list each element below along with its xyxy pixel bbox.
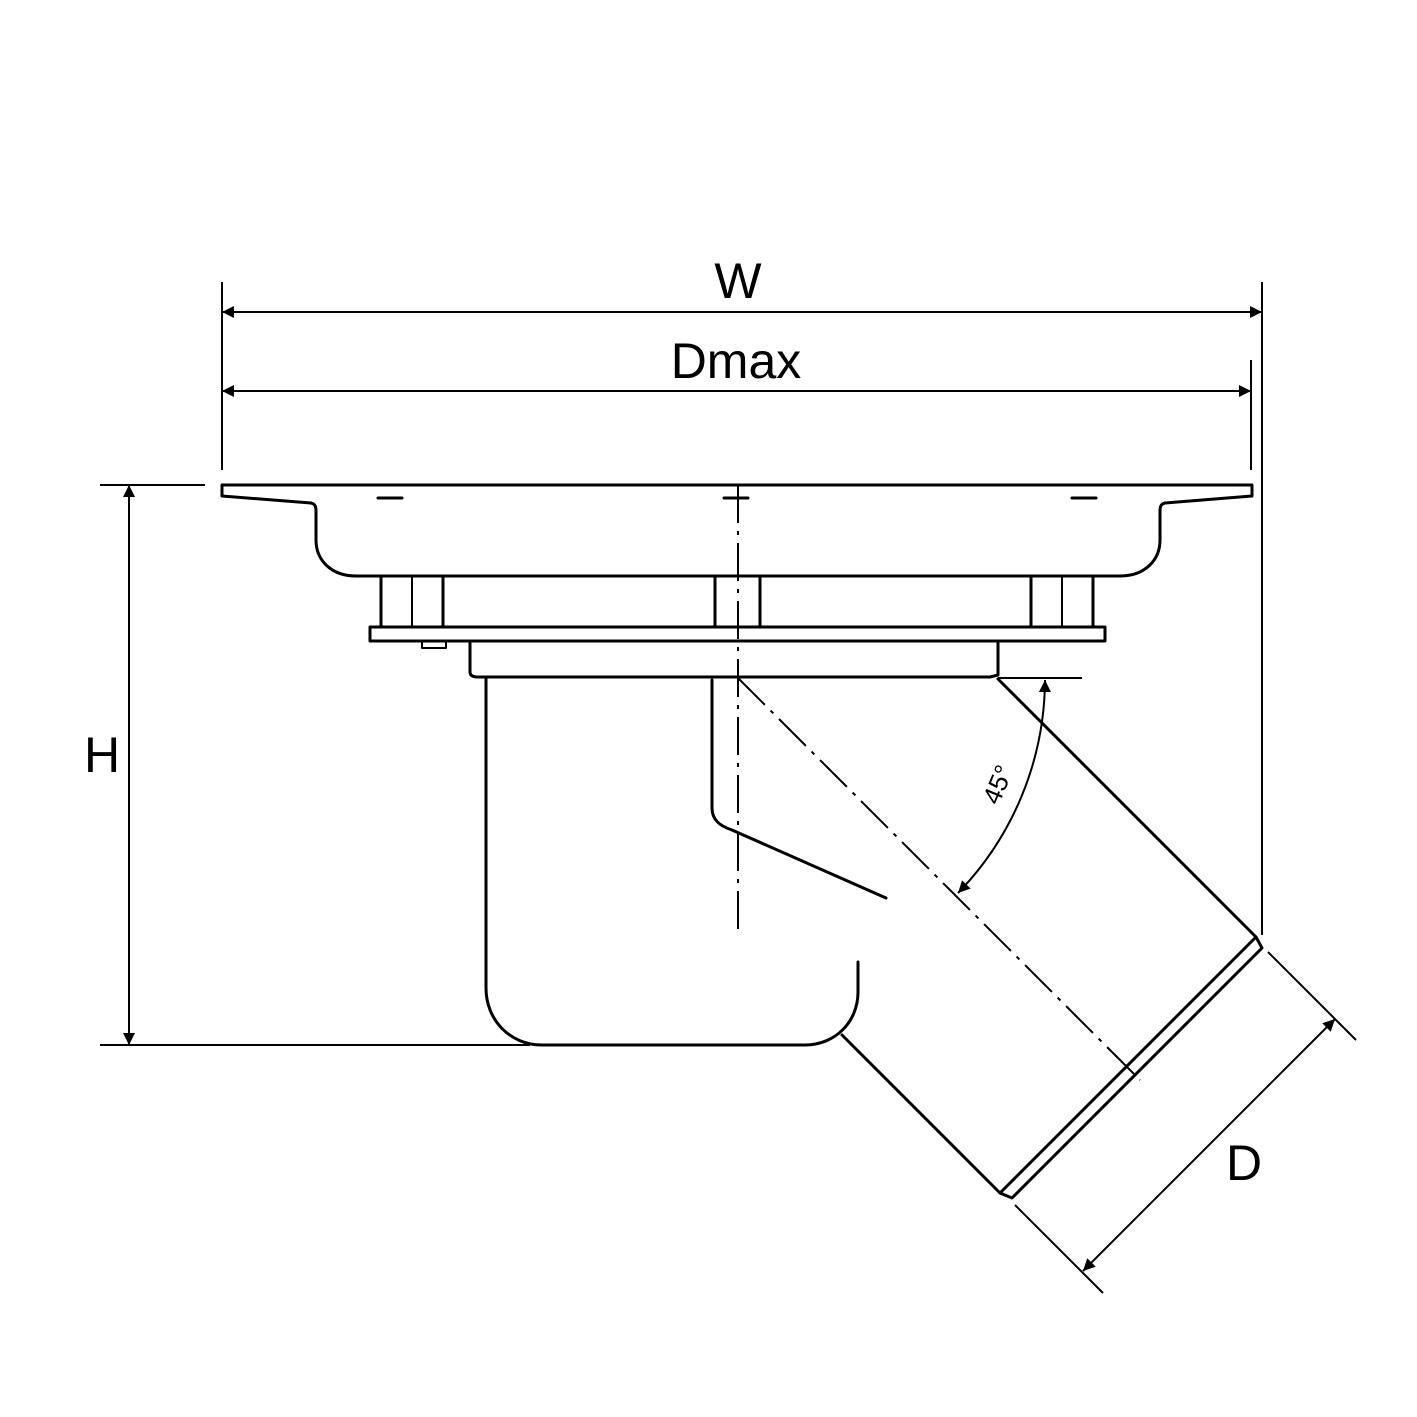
width-label: W xyxy=(714,253,762,309)
body-collar xyxy=(468,639,1000,679)
angle-label: 45° xyxy=(976,761,1019,809)
angle-indicator xyxy=(957,677,1082,894)
dmax-label: Dmax xyxy=(671,333,802,389)
drain-body xyxy=(220,483,1264,1200)
outlet-pipe-upper-edge xyxy=(996,677,1258,939)
outlet-diameter-dimension xyxy=(1014,951,1357,1294)
d-extension-bottom xyxy=(1014,1204,1104,1294)
height-dimension xyxy=(100,484,530,1046)
angle-arc xyxy=(957,679,1051,894)
d-dimension-line xyxy=(1082,1018,1336,1272)
width-dimension xyxy=(221,282,1263,935)
center-lines xyxy=(737,485,1141,1081)
drain-flange-and-bowl xyxy=(220,483,1254,578)
plate-tab xyxy=(421,640,447,649)
outlet-spigot-end xyxy=(998,935,1264,1200)
dmax-dimension xyxy=(222,360,1252,470)
body-cylinder xyxy=(484,675,860,1047)
outlet-diameter-label: D xyxy=(1226,1135,1262,1191)
d-extension-top xyxy=(1267,951,1357,1041)
inner-baffle xyxy=(710,678,888,900)
height-label: H xyxy=(84,727,120,783)
outlet-axis-line xyxy=(737,677,1141,1081)
outlet-pipe-lower-edge xyxy=(840,1033,1002,1195)
